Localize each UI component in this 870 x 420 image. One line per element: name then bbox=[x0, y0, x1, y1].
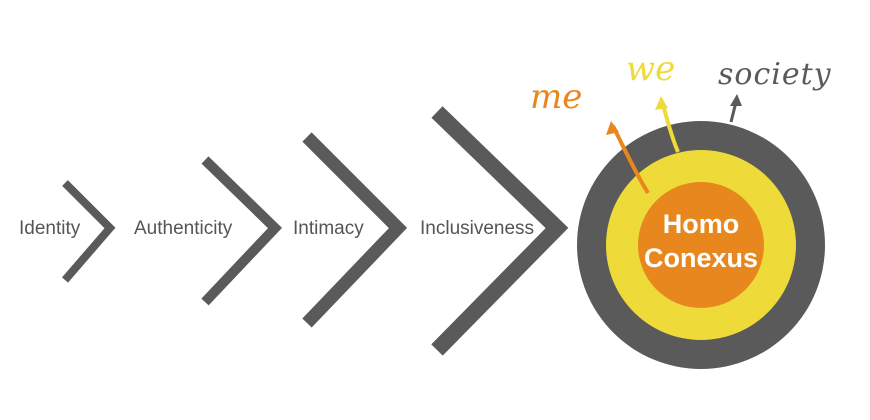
society-label: society bbox=[718, 57, 832, 92]
step-label-intimacy: Intimacy bbox=[293, 218, 364, 239]
core-label-line1: Homo bbox=[663, 209, 740, 239]
step-label-identity: Identity bbox=[19, 218, 81, 239]
chevron-1 bbox=[61, 180, 116, 283]
chevron-2 bbox=[201, 156, 283, 306]
me-arrow-head bbox=[606, 121, 619, 135]
me-core bbox=[638, 182, 764, 308]
we-label: we bbox=[626, 49, 675, 89]
society-arrow-head bbox=[730, 94, 742, 106]
me-label: me bbox=[530, 77, 582, 117]
core-label-line2: Conexus bbox=[644, 243, 758, 273]
step-label-authenticity: Authenticity bbox=[134, 218, 233, 239]
step-label-inclusiveness: Inclusiveness bbox=[420, 218, 534, 239]
chevron-3 bbox=[302, 132, 408, 328]
chevron-4 bbox=[431, 106, 569, 356]
we-arrow-head bbox=[655, 96, 668, 110]
